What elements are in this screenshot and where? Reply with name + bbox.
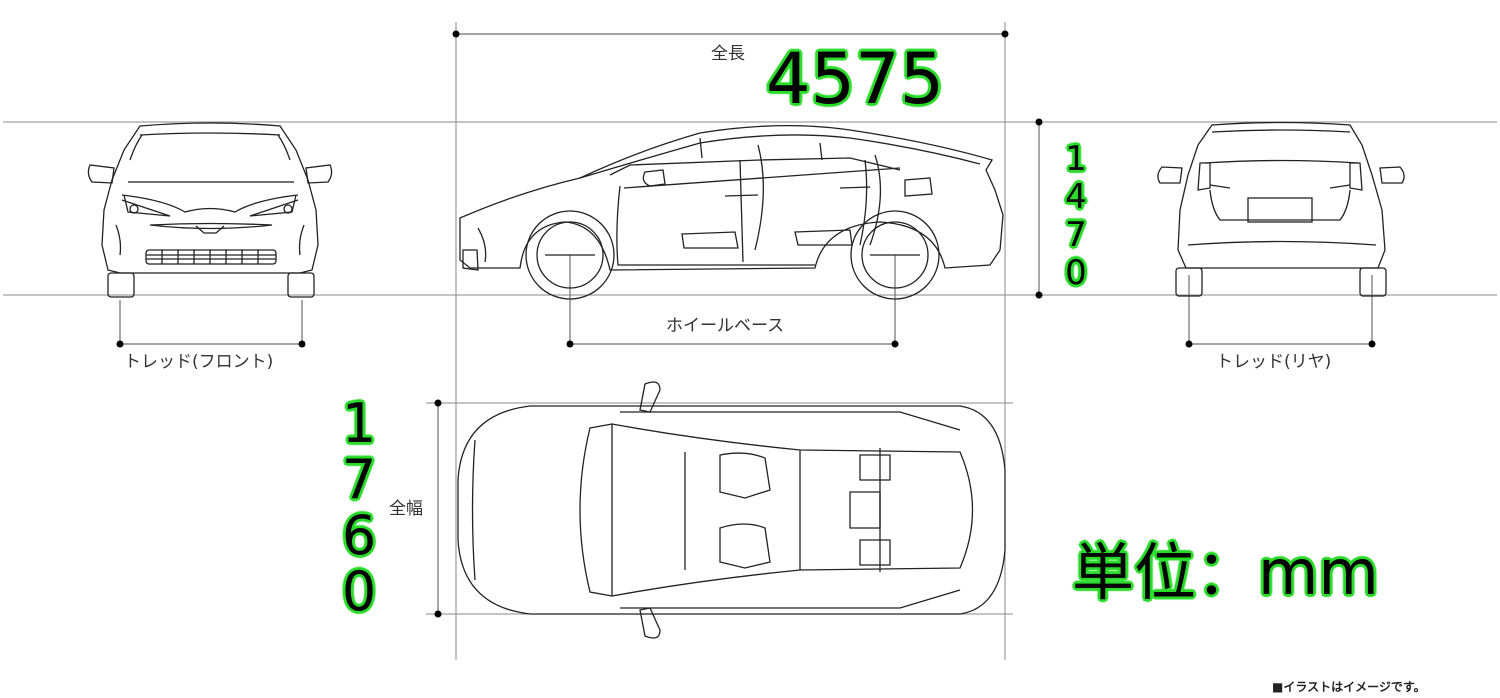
illustration-footnote: ■イラストはイメージです。 (1272, 680, 1426, 694)
tread-rear-label: トレッド(リヤ) (1216, 352, 1332, 372)
height-digit-1: 1 (1065, 139, 1087, 179)
overall-length-value: 4575 (766, 38, 945, 120)
front-view-drawing (87, 122, 333, 298)
dimension-lines (119, 33, 1373, 614)
dimension-endpoints (116, 30, 1376, 618)
height-digit-7: 7 (1065, 215, 1087, 255)
height-digit-0: 0 (1065, 253, 1087, 293)
overall-length-label: 全長 (711, 44, 745, 64)
overall-width-label: 全幅 (389, 499, 423, 519)
side-view-drawing (459, 125, 1004, 300)
width-digit-0: 0 (341, 560, 377, 623)
width-digit-7: 7 (341, 448, 377, 511)
top-view-drawing (457, 381, 1006, 639)
tread-front-label: トレッド(フロント) (124, 352, 274, 372)
width-digit-6: 6 (341, 504, 377, 567)
overall-width-value: 1 7 6 0 (336, 396, 382, 620)
unit-label: 単位：mm (1072, 536, 1379, 609)
width-digit-1: 1 (341, 392, 377, 455)
rear-view-drawing (1157, 121, 1405, 297)
height-digit-4: 4 (1065, 177, 1087, 217)
wheelbase-label: ホイールベース (666, 316, 785, 336)
overall-height-value: 1 4 7 0 (1062, 140, 1090, 292)
